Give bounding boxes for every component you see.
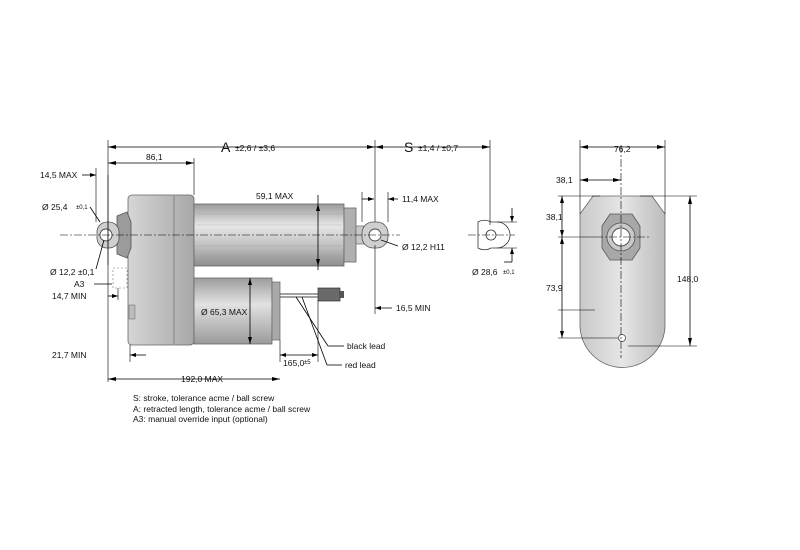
dim-38-1-vertical: 38,1: [546, 212, 563, 222]
dim-76-2: 76,2: [614, 144, 631, 154]
dim-148-0: 148,0: [677, 274, 699, 284]
dimension-lines: [82, 140, 697, 382]
legend-stroke: S: stroke, tolerance acme / ball screw: [133, 393, 275, 403]
dim-73-9: 73,9: [546, 283, 563, 293]
dim-dia-25-4-tol: ±0,1: [76, 205, 88, 211]
rod-eye-end-view: [468, 219, 515, 251]
dim-dia-12-2-h11: Ø 12,2 H11: [402, 242, 445, 252]
dim-165-0: 165,0: [283, 358, 305, 368]
actuator-side-view: [96, 194, 389, 346]
dim-a3: A3: [74, 279, 85, 289]
dim-a-tolerance: ±2,6 / ±3,6: [235, 143, 275, 153]
dim-21-7-min: 21,7 MIN: [52, 350, 87, 360]
motor: [193, 277, 273, 345]
legend-retracted-length: A: retracted length, tolerance acme / ba…: [133, 403, 311, 414]
dim-11-4-max: 11,4 MAX: [402, 194, 439, 204]
dim-38-1-horizontal: 38,1: [556, 175, 573, 185]
actuator-front-view: [579, 145, 666, 368]
dim-dia-12-2: Ø 12,2 ±0,1: [50, 267, 95, 277]
gear-housing: [127, 194, 195, 346]
dim-86-1: 86,1: [146, 152, 163, 162]
cable-connector: [317, 287, 341, 302]
red-lead-label: red lead: [345, 360, 376, 370]
legend: S: stroke, tolerance acme / ball screw A…: [133, 393, 310, 425]
dim-dia-25-4: Ø 25,4: [42, 202, 68, 212]
dim-dia-65-3-max: Ø 65,3 MAX: [201, 307, 248, 317]
dim-dia-28-6-tol: ±0,1: [503, 270, 515, 276]
dim-s-tolerance: ±1,4 / ±0,7: [418, 143, 458, 153]
dim-16-5-min: 16,5 MIN: [396, 303, 431, 313]
dim-192-0-max: 192,0 MAX: [181, 374, 223, 384]
black-lead-label: black lead: [347, 341, 386, 351]
dim-dia-28-6: Ø 28,6: [472, 267, 498, 277]
dim-14-5-max: 14,5 MAX: [40, 170, 78, 180]
dim-s-label: S: [404, 139, 413, 155]
dim-59-1-max: 59,1 MAX: [256, 191, 294, 201]
dim-165-0-tol: ±5: [304, 360, 311, 366]
legend-manual-override: A3: manual override input (optional): [133, 414, 268, 424]
dim-a-label: A: [221, 139, 231, 155]
dim-14-7-min: 14,7 MIN: [52, 291, 87, 301]
